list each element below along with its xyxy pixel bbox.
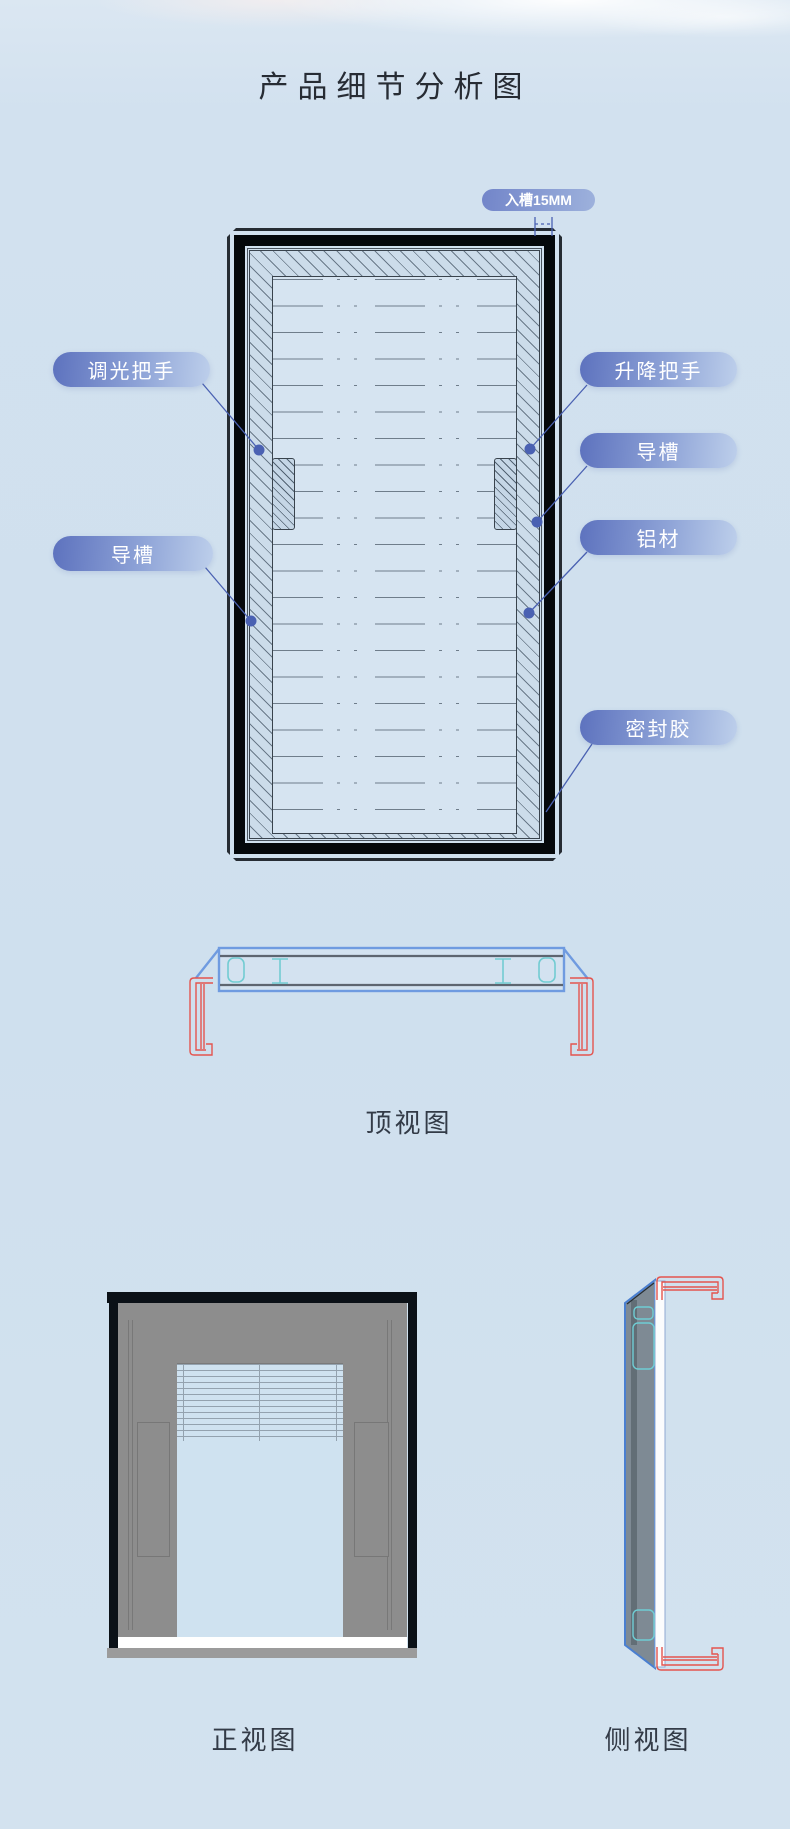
top-view-label: 顶视图 xyxy=(365,1108,453,1138)
front-view-right-bar xyxy=(408,1303,417,1648)
frame-outer-line xyxy=(227,228,562,861)
red-clip-profiles-side xyxy=(656,1276,724,1671)
front-view-left-insert xyxy=(137,1422,170,1557)
side-view-inner-profiles xyxy=(632,1306,655,1641)
callout-aluminum: 铝材 xyxy=(580,520,737,555)
blind-cord xyxy=(259,1364,260,1441)
top-view-drawing xyxy=(189,946,594,1056)
side-view-label: 侧视图 xyxy=(604,1725,692,1755)
page-title: 产品细节分析图 xyxy=(258,71,532,104)
callout-dimming-handle: 调光把手 xyxy=(53,352,210,387)
callout-guide-rail-right: 导槽 xyxy=(580,433,737,468)
blind-cord xyxy=(336,1364,337,1441)
front-view-right-insert xyxy=(354,1422,389,1557)
front-view-label: 正视图 xyxy=(211,1725,299,1755)
frame-inner-line xyxy=(247,248,542,841)
dimension-badge: 入槽15MM xyxy=(482,189,595,211)
louver-panel xyxy=(272,276,517,834)
front-view-blinds xyxy=(177,1364,343,1441)
front-view-groove xyxy=(391,1320,392,1630)
main-drawing xyxy=(227,228,562,861)
front-view-left-bar xyxy=(109,1303,118,1648)
blind-cord xyxy=(183,1364,184,1441)
aluminum-inner-profiles xyxy=(227,957,556,984)
front-view-top-bar xyxy=(107,1292,417,1303)
callout-lift-handle: 升降把手 xyxy=(580,352,737,387)
front-view-bottom-bar xyxy=(107,1648,417,1658)
callout-guide-rail-left: 导槽 xyxy=(53,536,213,571)
frame-hatch-band xyxy=(249,250,540,839)
callout-sealant: 密封胶 xyxy=(580,710,737,745)
right-handle-cutout xyxy=(494,458,517,530)
front-view-groove xyxy=(128,1320,129,1630)
front-view-sill xyxy=(118,1637,407,1648)
left-handle-cutout xyxy=(272,458,295,530)
front-view-groove xyxy=(132,1320,133,1630)
red-clip-profiles xyxy=(189,977,594,1056)
frame-black-band xyxy=(234,235,555,854)
side-view-drawing xyxy=(624,1276,724,1671)
